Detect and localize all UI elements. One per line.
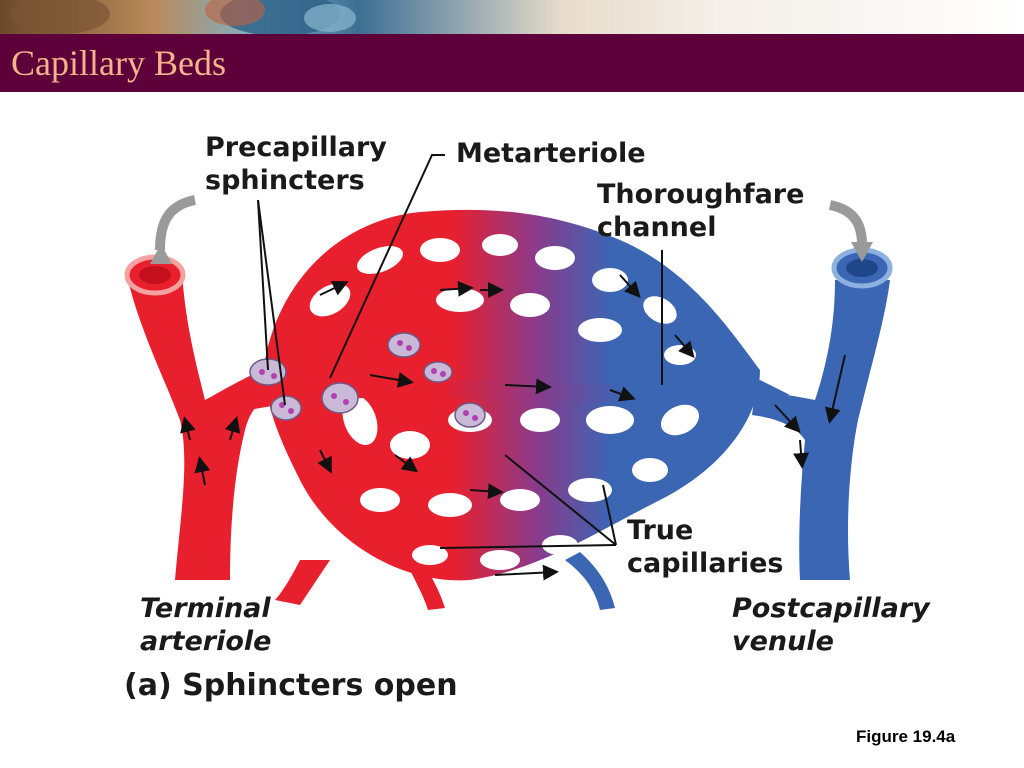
inflow-grey-arrowhead (150, 244, 172, 264)
terminal-arteriole-vessel (124, 254, 445, 610)
label-terminal-arteriole: Terminal arteriole (140, 593, 272, 657)
inflow-grey-arrow (155, 195, 197, 251)
outflow-grey-arrowhead (851, 242, 873, 262)
figure-reference: Figure 19.4a (856, 727, 956, 746)
metarteriole-thoroughfare-channel (230, 374, 790, 412)
label-postcapillary-venule: Postcapillary venule (732, 593, 930, 657)
label-true-capillaries: True capillaries (627, 515, 784, 579)
slide-title: Capillary Beds (11, 43, 226, 83)
label-metarteriole: Metarteriole (456, 138, 646, 169)
label-precapillary-sphincters: Precapillary sphincters (205, 132, 387, 196)
diagram-caption: (a) Sphincters open (124, 668, 458, 703)
capillary-bed-diagram (124, 154, 893, 610)
flow-arrows (180, 274, 846, 581)
label-thoroughfare-channel: Thoroughfare channel (597, 179, 805, 243)
banner-artwork (10, 0, 356, 34)
title-bar (0, 34, 1024, 92)
mesh-holes (309, 234, 700, 570)
decorative-banner (0, 0, 1024, 34)
outflow-grey-arrow (828, 200, 867, 246)
sphincter-nuclei (259, 340, 478, 421)
precapillary-sphincters (249, 332, 486, 428)
leader-lines (257, 154, 663, 549)
